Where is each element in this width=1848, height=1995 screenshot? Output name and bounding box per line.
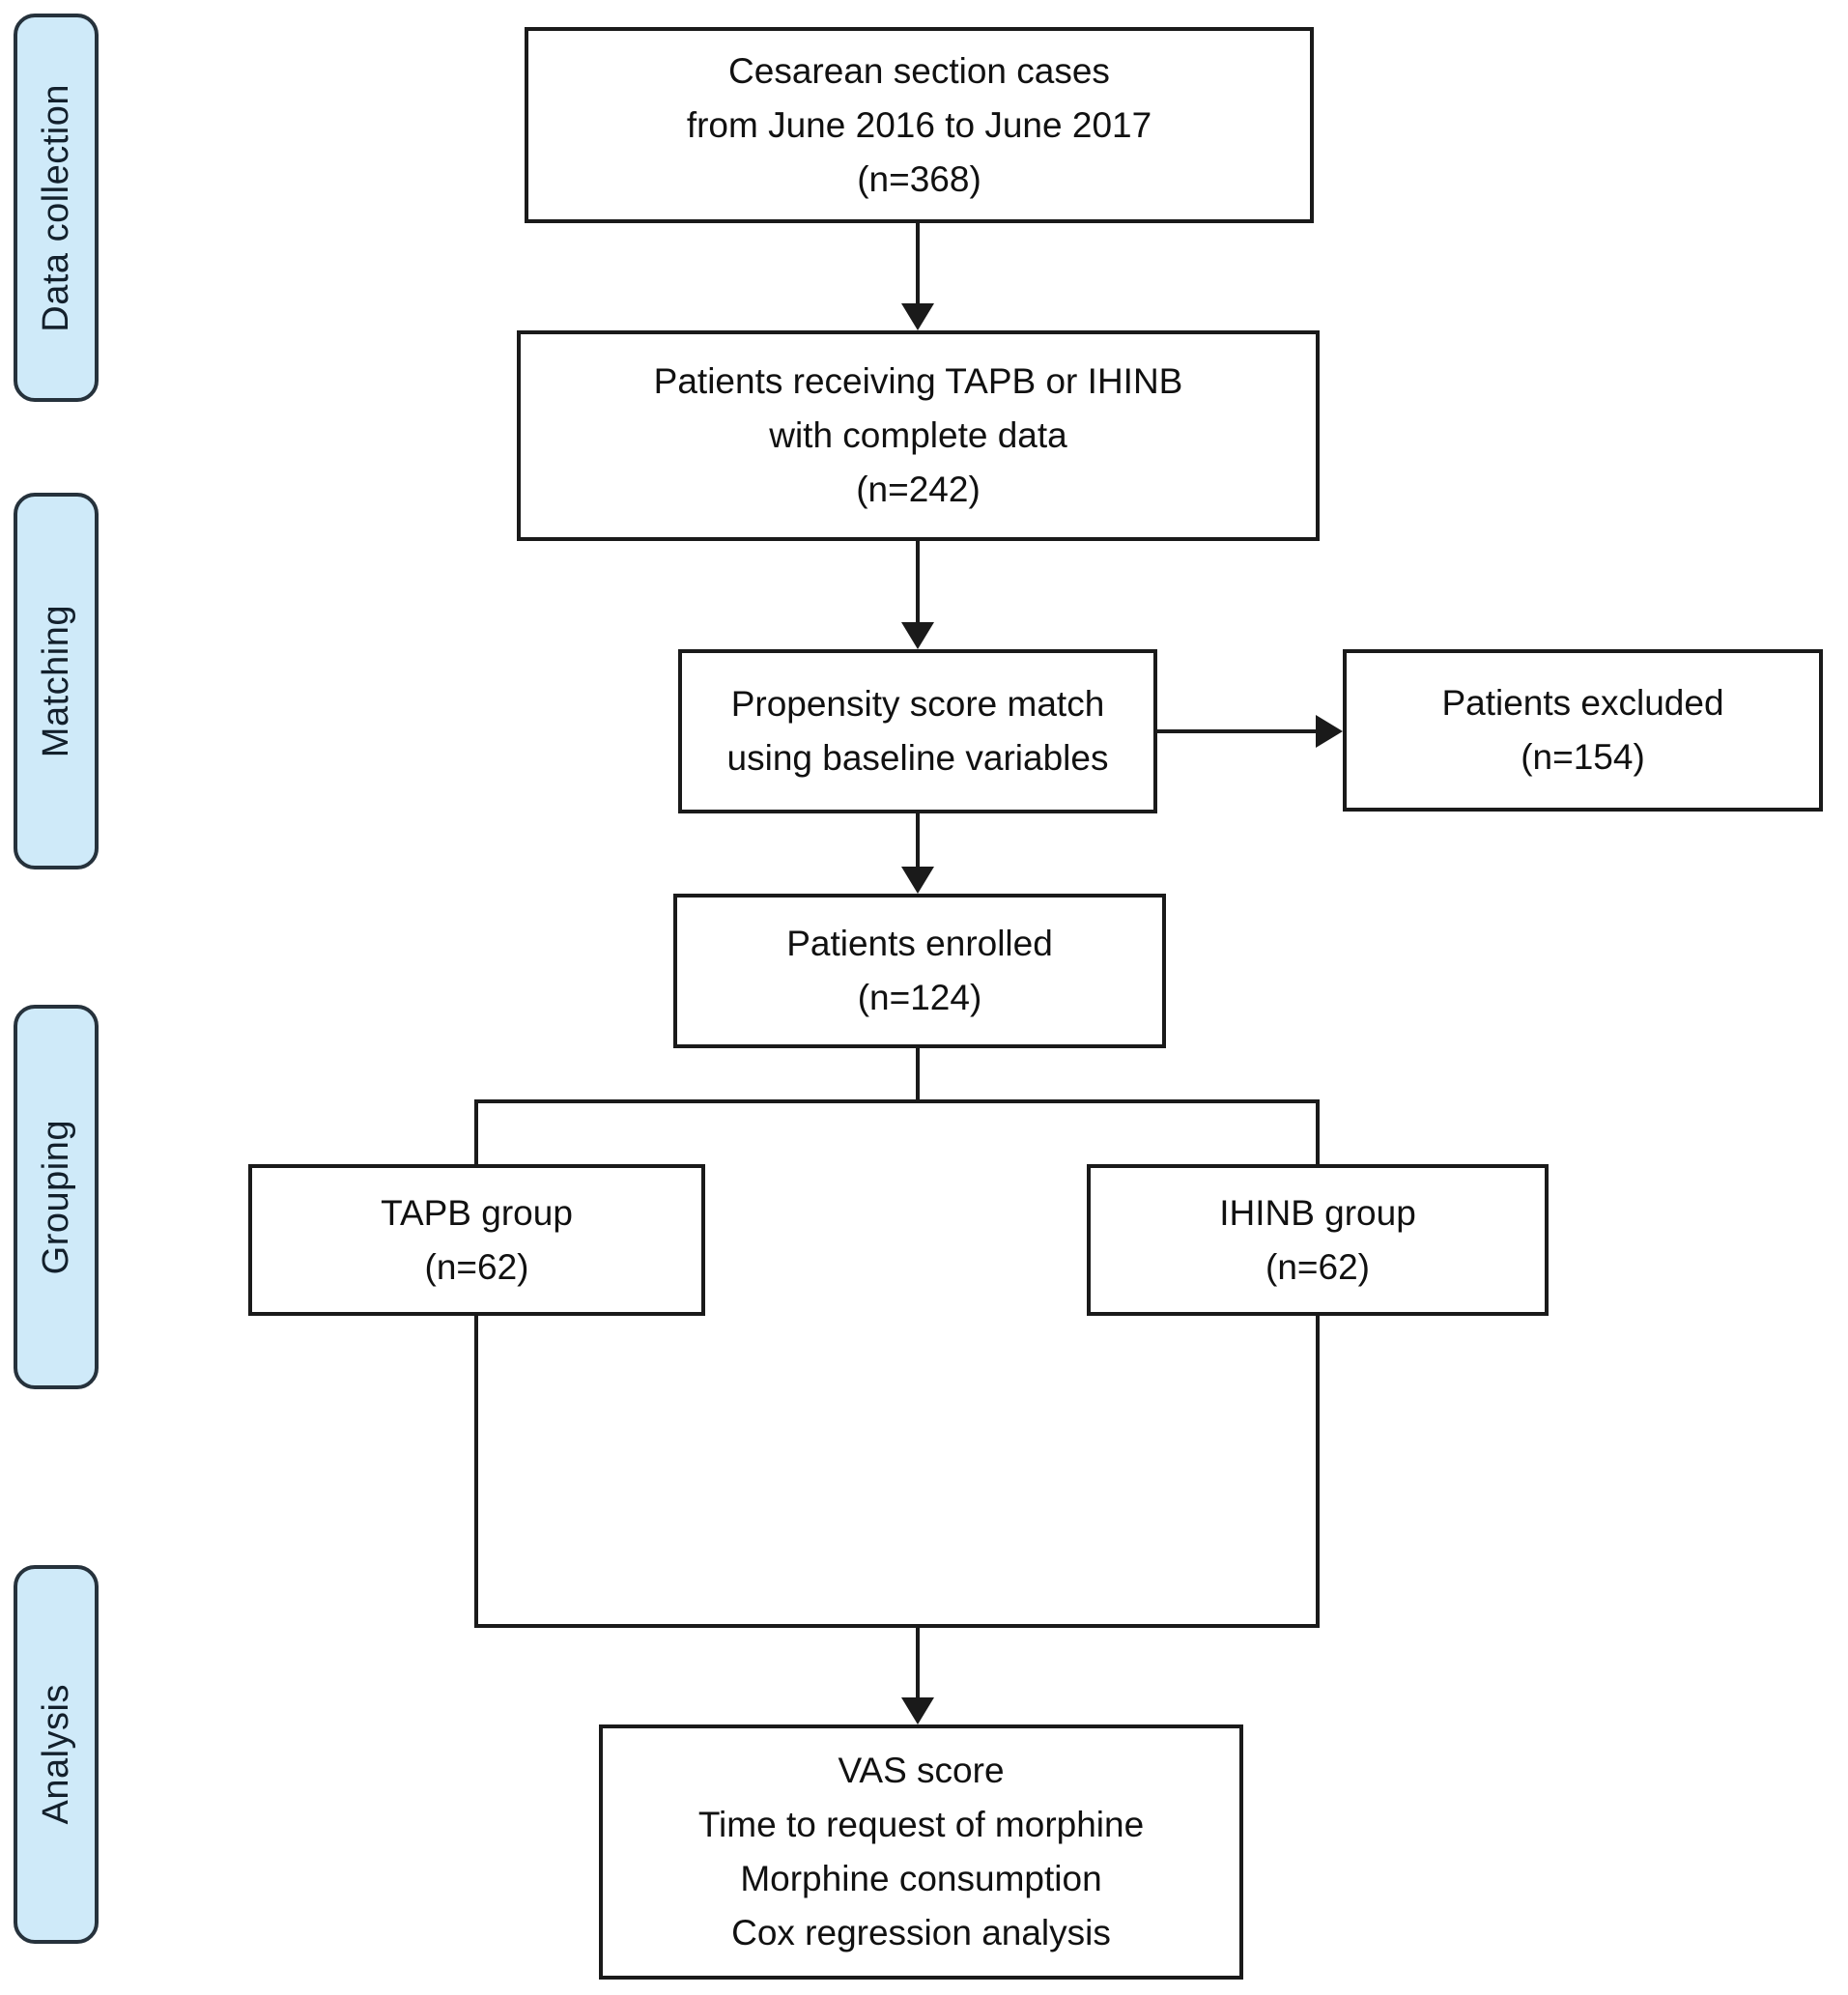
box-ihinb-line-1: IHINB group [1219, 1192, 1416, 1233]
box-outcomes-line-3: Morphine consumption [740, 1859, 1102, 1898]
arrow-propensity-to-enrolled-head-icon [901, 867, 934, 894]
arrow-merge-to-outcomes-line [916, 1626, 920, 1699]
box-tapb-line-1: TAPB group [381, 1192, 573, 1233]
arrow-cesarean-to-receiving-head-icon [901, 303, 934, 330]
box-patients-receiving: Patients receiving TAPB or IHINB with co… [517, 330, 1320, 541]
arrow-propensity-to-enrolled-line [916, 813, 920, 869]
box-analysis-outcomes: VAS score Time to request of morphine Mo… [599, 1724, 1243, 1980]
connector-ihinb-down-line [1316, 1316, 1320, 1628]
box-propensity-line-1: Propensity score match [730, 684, 1105, 724]
box-patients-enrolled: Patients enrolled (n=124) [673, 894, 1166, 1048]
box-patients-excluded: Patients excluded (n=154) [1343, 649, 1823, 812]
box-outcomes-line-1: VAS score [838, 1751, 1005, 1790]
stage-pill-grouping: Grouping [14, 1005, 99, 1389]
box-receiving-count: (n=242) [856, 470, 981, 509]
box-tapb-group: TAPB group (n=62) [248, 1164, 705, 1316]
connector-split-to-ihinb-line [1316, 1101, 1320, 1164]
box-outcomes-line-2: Time to request of morphine [697, 1805, 1145, 1844]
arrow-merge-to-outcomes-head-icon [901, 1697, 934, 1724]
arrow-propensity-to-excluded-head-icon [1316, 715, 1343, 748]
connector-tapb-down-line [474, 1316, 478, 1628]
box-excluded-line-1: Patients excluded [1441, 683, 1724, 723]
arrow-receiving-to-propensity-head-icon [901, 622, 934, 649]
stage-pill-analysis: Analysis [14, 1565, 99, 1944]
box-receiving-line-2: with complete data [769, 415, 1067, 455]
box-ihinb-count: (n=62) [1265, 1246, 1370, 1287]
stage-label-data-collection: Data collection [35, 83, 76, 332]
box-cesarean-count: (n=368) [857, 158, 981, 199]
box-outcomes-line-4: Cox regression analysis [731, 1913, 1111, 1952]
stage-pill-matching: Matching [14, 493, 99, 869]
box-propensity-match: Propensity score match using baseline va… [678, 649, 1157, 813]
arrow-propensity-to-excluded-line [1157, 729, 1316, 733]
stage-pill-data-collection: Data collection [14, 14, 99, 402]
stage-label-matching: Matching [35, 604, 76, 758]
box-cesarean-cases: Cesarean section cases from June 2016 to… [525, 27, 1314, 223]
box-enrolled-count: (n=124) [857, 978, 982, 1017]
box-tapb-count: (n=62) [424, 1246, 529, 1287]
stage-label-grouping: Grouping [35, 1119, 76, 1275]
stage-label-analysis: Analysis [35, 1684, 76, 1825]
box-excluded-count: (n=154) [1521, 737, 1645, 777]
box-receiving-line-1: Patients receiving TAPB or IHINB [653, 361, 1183, 401]
box-cesarean-line-1: Cesarean section cases [728, 50, 1110, 91]
box-enrolled-line-1: Patients enrolled [786, 924, 1053, 963]
connector-merge-horizontal-line [474, 1624, 1320, 1628]
connector-split-to-tapb-line [474, 1101, 478, 1164]
box-cesarean-line-2: from June 2016 to June 2017 [686, 104, 1152, 145]
arrow-receiving-to-propensity-line [916, 541, 920, 624]
box-propensity-line-2: using baseline variables [726, 738, 1109, 778]
arrow-cesarean-to-receiving-line [916, 223, 920, 305]
connector-enrolled-down-line [916, 1048, 920, 1103]
box-ihinb-group: IHINB group (n=62) [1087, 1164, 1549, 1316]
connector-split-horizontal-line [474, 1099, 1320, 1103]
